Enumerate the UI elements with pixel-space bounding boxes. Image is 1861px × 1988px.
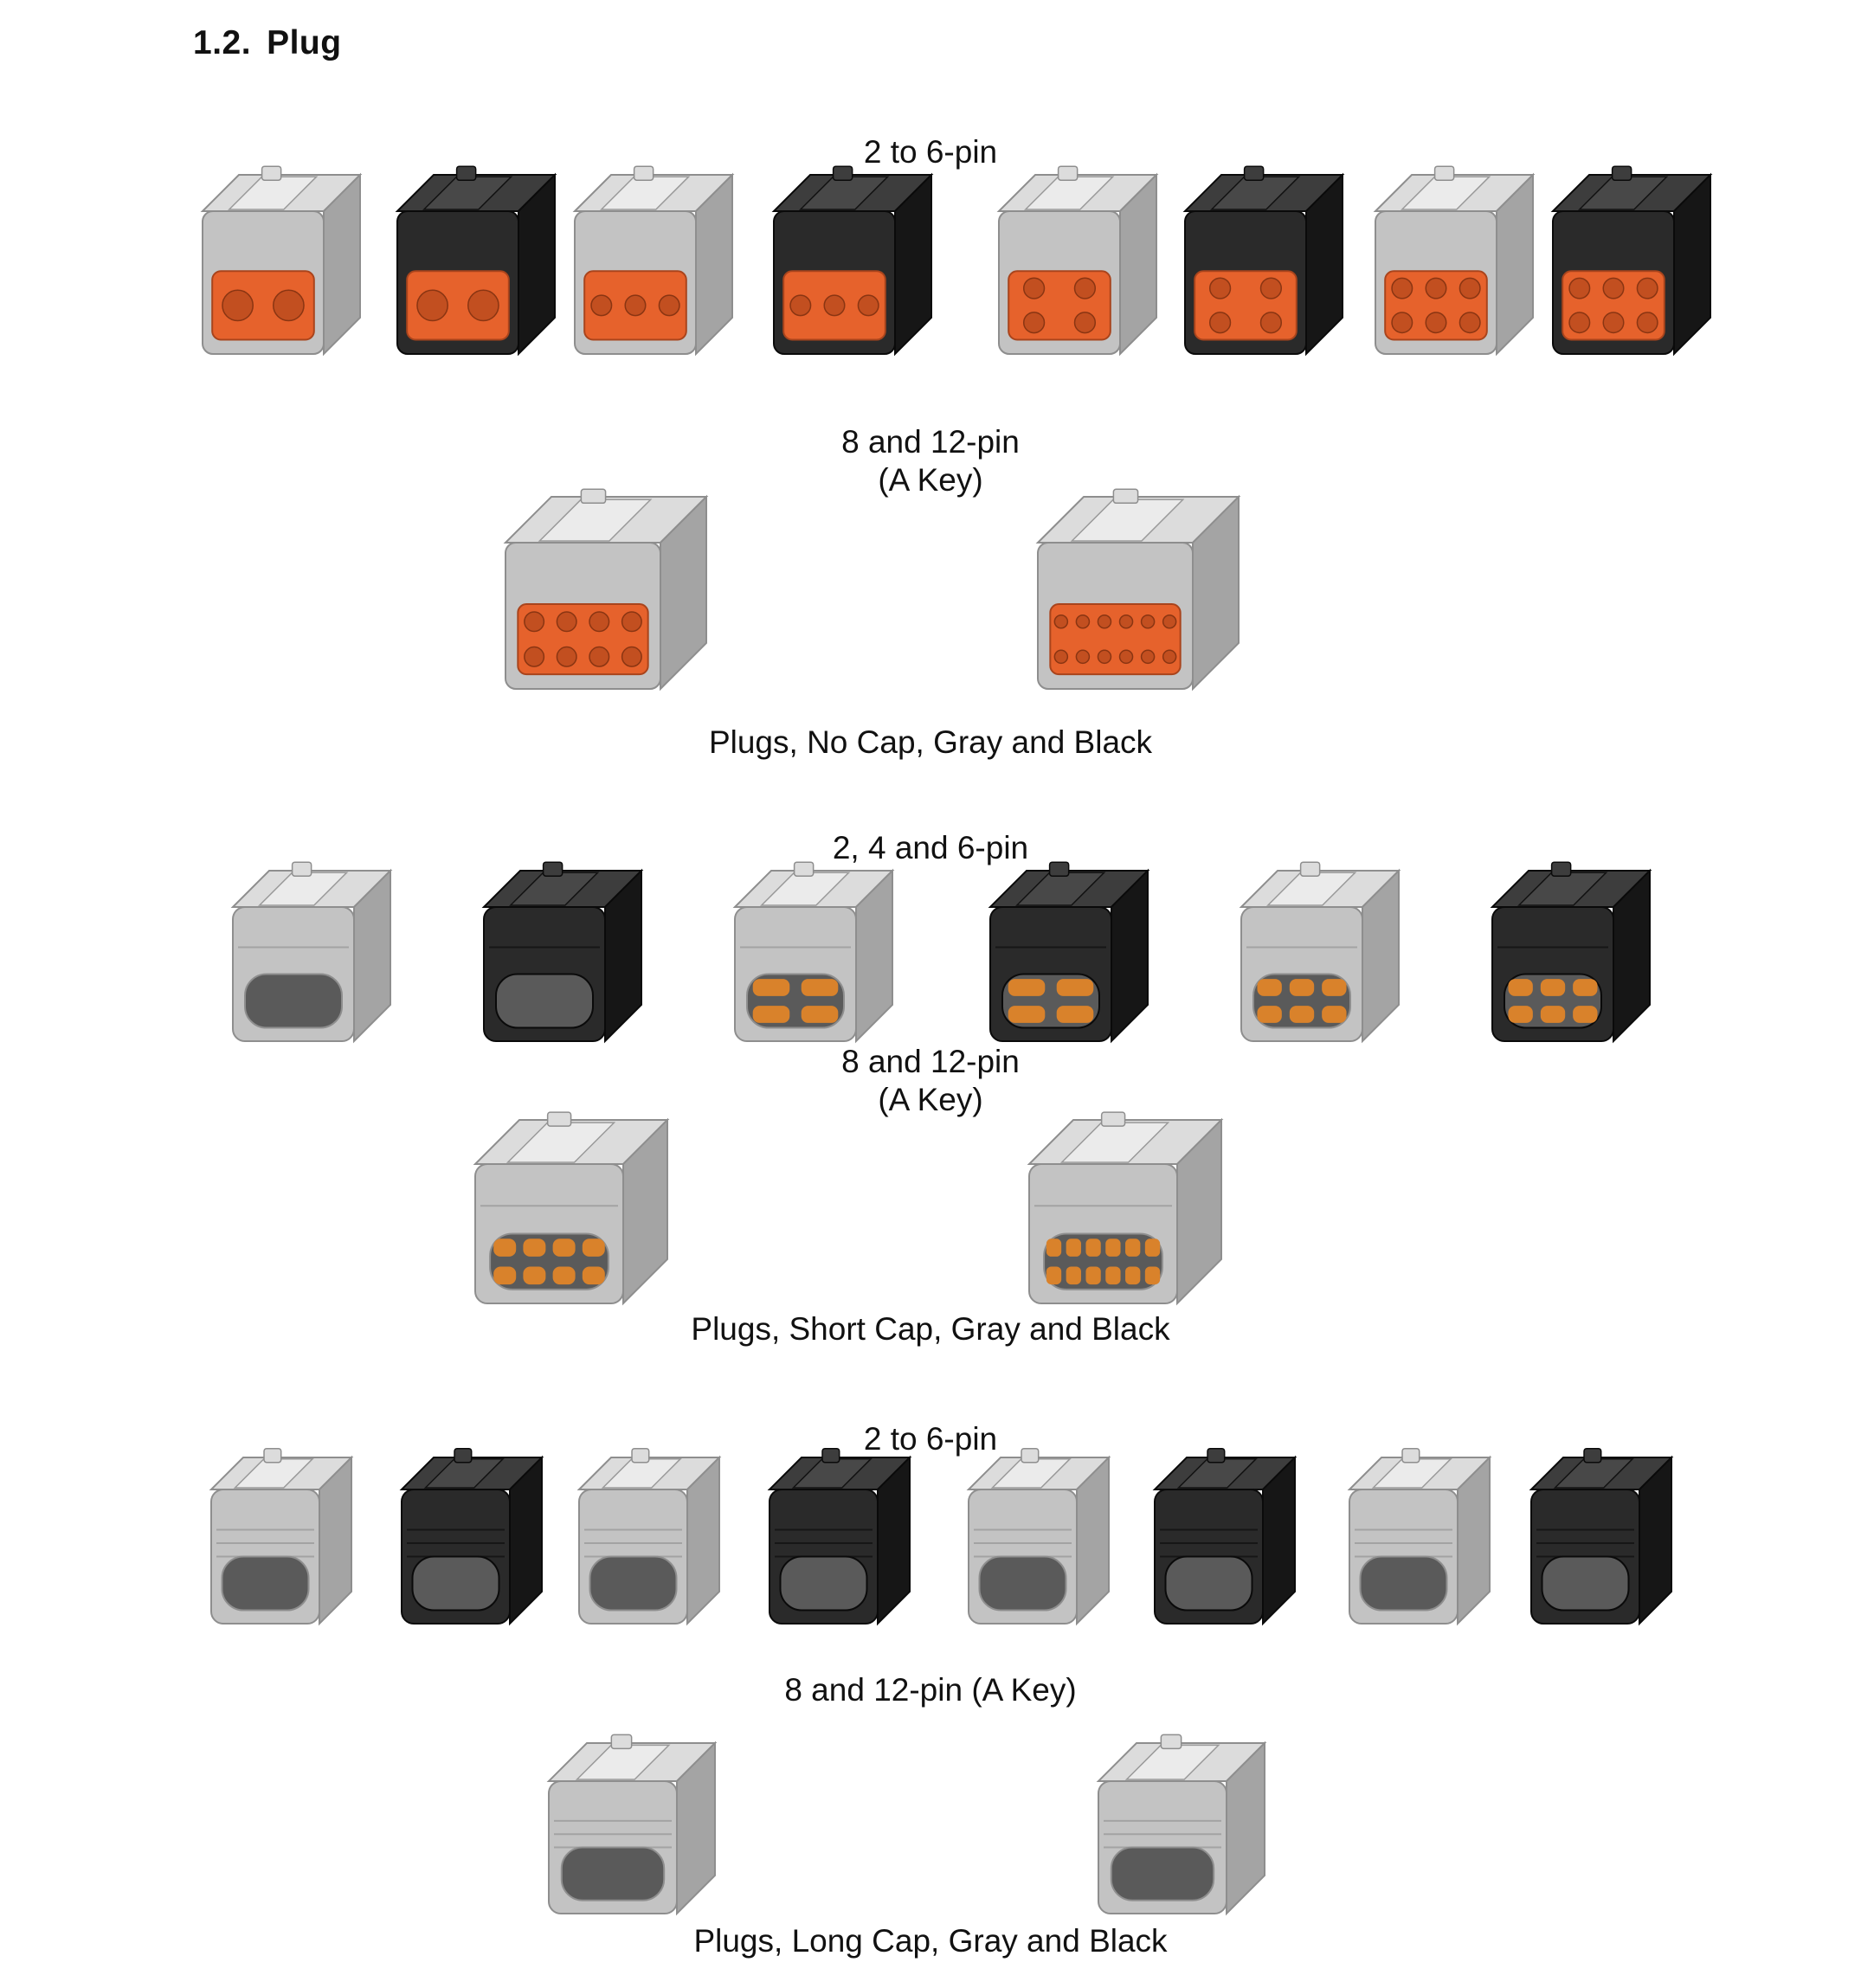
long-cap-caption: Plugs, Long Cap, Gray and Black — [693, 1923, 1168, 1959]
plug-long-cap-12-pin-gray-icon — [1095, 1734, 1268, 1917]
plug-long-cap-4-pin-gray-icon — [965, 1447, 1112, 1627]
short-cap-large-label-line1: 8 and 12-pin — [841, 1044, 1020, 1079]
long-cap-small-label: 2 to 6-pin — [863, 1421, 998, 1457]
long-cap-large-label: 8 and 12-pin (A Key) — [784, 1672, 1077, 1708]
section-heading: 1.2. Plug — [193, 24, 342, 62]
section-title: Plug — [267, 24, 342, 61]
plug-long-cap-6-pin-black-icon — [1528, 1447, 1675, 1627]
no-cap-caption: Plugs, No Cap, Gray and Black — [708, 724, 1153, 760]
no-cap-small-label: 2 to 6-pin — [863, 134, 998, 170]
short-cap-caption: Plugs, Short Cap, Gray and Black — [691, 1311, 1170, 1347]
no-cap-large-label-line2: (A Key) — [878, 462, 983, 498]
plug-short-cap-6-pin-black-icon — [1489, 861, 1653, 1045]
plug-2-pin-gray-icon — [199, 165, 364, 357]
section-number: 1.2. — [193, 24, 252, 61]
plug-long-cap-8-pin-gray-icon — [545, 1734, 718, 1917]
short-cap-small-label: 2, 4 and 6-pin — [832, 830, 1029, 865]
short-cap-large-label-line2: (A Key) — [878, 1082, 983, 1117]
plug-8-pin-gray-icon — [502, 488, 710, 692]
plug-12-pin-gray-icon — [1034, 488, 1242, 692]
plug-6-pin-gray-icon — [1372, 165, 1536, 357]
plug-long-cap-3-pin-gray-icon — [576, 1447, 723, 1627]
plug-short-cap-4-pin-black-icon — [987, 861, 1151, 1045]
plug-short-cap-6-pin-gray-icon — [1238, 861, 1402, 1045]
plug-long-cap-3-pin-black-icon — [766, 1447, 913, 1627]
plug-3-pin-gray-icon — [571, 165, 736, 357]
plug-2-pin-black-icon — [394, 165, 558, 357]
plug-short-cap-2-pin-gray-icon — [229, 861, 394, 1045]
plug-short-cap-4-pin-gray-icon — [731, 861, 896, 1045]
plug-4-pin-gray-icon — [995, 165, 1160, 357]
plug-3-pin-black-icon — [770, 165, 935, 357]
plug-long-cap-2-pin-black-icon — [398, 1447, 545, 1627]
plug-long-cap-4-pin-black-icon — [1151, 1447, 1298, 1627]
plug-short-cap-8-pin-gray-icon — [472, 1111, 671, 1307]
plug-short-cap-12-pin-gray-icon — [1026, 1111, 1225, 1307]
no-cap-large-label-line1: 8 and 12-pin — [841, 424, 1020, 460]
plug-long-cap-6-pin-gray-icon — [1346, 1447, 1493, 1627]
plug-long-cap-2-pin-gray-icon — [208, 1447, 355, 1627]
plug-4-pin-black-icon — [1182, 165, 1346, 357]
plug-6-pin-black-icon — [1549, 165, 1714, 357]
plug-short-cap-2-pin-black-icon — [480, 861, 645, 1045]
